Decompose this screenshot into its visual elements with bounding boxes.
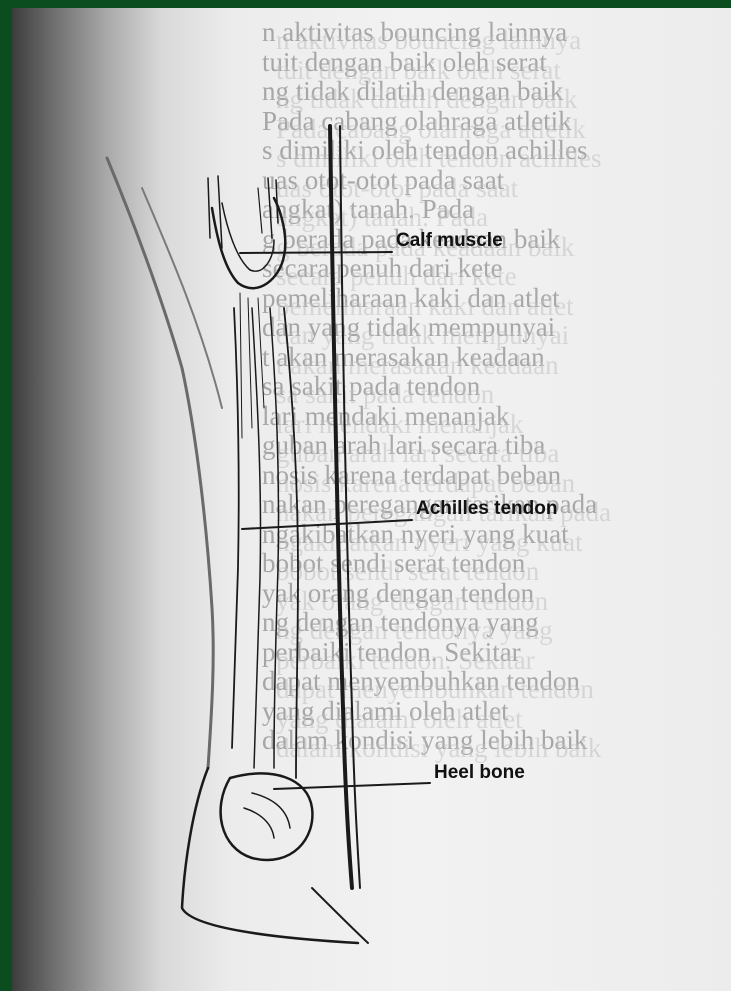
tendon-strand-2 (252, 308, 261, 768)
calf-muscle-label: Calf muscle (396, 230, 503, 252)
heel-bone-outline (221, 773, 313, 860)
tendon-strand-1 (232, 308, 239, 748)
fiber-hatch-2 (258, 298, 264, 408)
calf-fiber-3 (268, 178, 272, 238)
calf-muscle-leader (240, 252, 392, 253)
foot-outline (182, 768, 358, 943)
leg-back-outline (107, 158, 213, 768)
calf-muscle-outline-2 (222, 203, 274, 271)
calf-fiber-5 (258, 188, 262, 233)
achilles-tendon-label: Achilles tendon (416, 498, 557, 520)
tendon-strand-3 (270, 308, 279, 768)
heel-bone-detail-2 (244, 808, 274, 838)
tendon-strand-4 (284, 308, 298, 778)
fiber-hatch-1 (248, 298, 252, 428)
achilles-tendon-leader (242, 520, 412, 529)
leg-anatomy-drawing (12, 8, 731, 991)
heel-bone-label: Heel bone (434, 762, 525, 784)
calf-fiber-4 (276, 180, 278, 223)
shin-bone-line-2 (340, 126, 360, 888)
calf-fiber-1 (208, 178, 210, 238)
foot-outline-2 (312, 888, 368, 943)
fiber-hatch-3 (240, 293, 242, 438)
heel-bone-detail-1 (252, 793, 290, 828)
